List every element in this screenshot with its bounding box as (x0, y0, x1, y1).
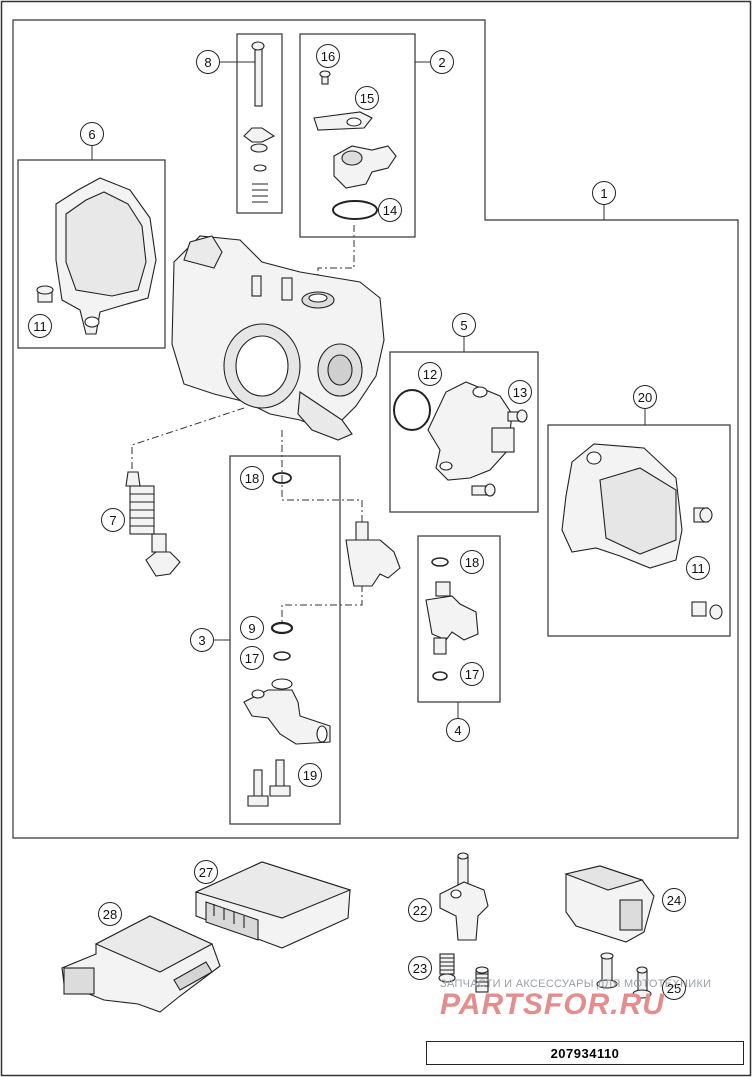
callout-3: 3 (190, 628, 214, 652)
callout-16: 16 (316, 44, 340, 68)
box-2 (299, 33, 416, 238)
document-number: 207934110 (426, 1041, 744, 1065)
callout-12: 12 (418, 362, 442, 386)
callout-24: 24 (662, 888, 686, 912)
box-3 (229, 455, 341, 825)
callout-13: 13 (508, 380, 532, 404)
callout-11-left: 11 (28, 314, 52, 338)
watermark: ЗАПЧАСТИ И АКСЕССУАРЫ ДЛЯ МОТОТЕХНИКИ PA… (440, 978, 750, 1022)
callout-15: 15 (355, 86, 379, 110)
callout-20: 20 (633, 385, 657, 409)
callout-14: 14 (378, 198, 402, 222)
callout-18-right: 18 (460, 550, 484, 574)
callout-28: 28 (98, 902, 122, 926)
callout-18-left: 18 (240, 466, 264, 490)
callout-6: 6 (80, 122, 104, 146)
callout-23: 23 (408, 956, 432, 980)
box-4 (417, 535, 501, 703)
watermark-logo: PARTSFOR.RU (440, 988, 665, 1021)
callout-1: 1 (592, 181, 616, 205)
callout-7: 7 (101, 508, 125, 532)
callout-17-left: 17 (240, 646, 264, 670)
callout-9: 9 (240, 616, 264, 640)
callout-5: 5 (452, 313, 476, 337)
box-20 (547, 424, 731, 637)
assembly-frame (12, 19, 739, 839)
callout-27: 27 (194, 860, 218, 884)
callout-4: 4 (446, 718, 470, 742)
callout-19: 19 (298, 763, 322, 787)
callout-8: 8 (196, 50, 220, 74)
callout-2: 2 (430, 50, 454, 74)
callout-22: 22 (408, 898, 432, 922)
watermark-subtitle: ЗАПЧАСТИ И АКСЕССУАРЫ ДЛЯ МОТОТЕХНИКИ (440, 978, 712, 990)
callout-17-right: 17 (460, 662, 484, 686)
callout-11-right: 11 (686, 556, 710, 580)
box-8 (236, 33, 283, 214)
callout-25: 25 (662, 976, 686, 1000)
